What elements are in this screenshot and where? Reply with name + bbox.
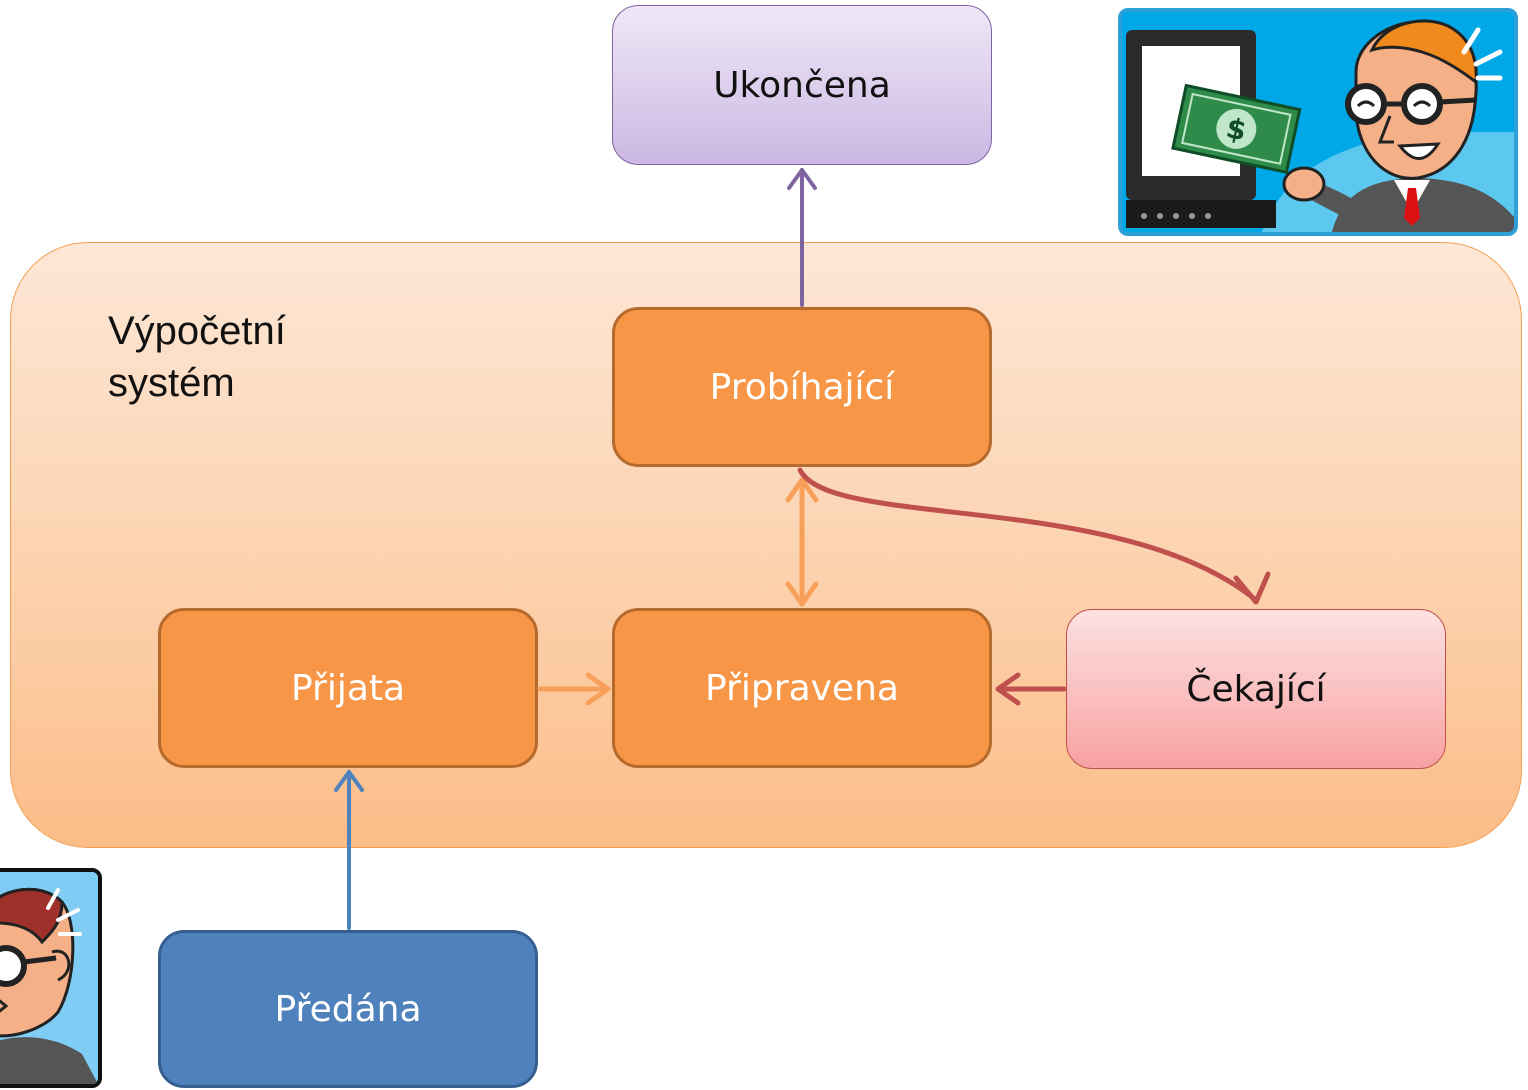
state-pripravena[interactable]: Připravena (612, 608, 992, 768)
state-predana-label: Předána (274, 988, 422, 1030)
state-cekajici-label: Čekající (1186, 668, 1326, 710)
state-prijata[interactable]: Přijata (158, 608, 538, 768)
state-cekajici[interactable]: Čekající (1066, 609, 1446, 769)
arrow-probihajici-to-ukoncena (787, 168, 817, 307)
state-prijata-label: Přijata (290, 667, 406, 709)
computing-system-label: Výpočetní systém (108, 309, 286, 405)
state-ukoncena-label: Ukončena (713, 64, 891, 106)
state-probihajici[interactable]: Probíhající (612, 307, 992, 467)
state-ukoncena[interactable]: Ukončena (612, 5, 992, 165)
arrow-cekajici-to-pripravena (995, 672, 1067, 706)
man-paying-at-computer-clipart: $ (1118, 8, 1518, 236)
state-pripravena-label: Připravena (705, 667, 899, 709)
man-with-glasses-icon (0, 872, 98, 1084)
man-paying-at-computer-icon: $ (1122, 12, 1514, 232)
arrow-probihajici-to-cekajici (797, 467, 1271, 605)
arrow-pripravena-probihajici (785, 477, 819, 607)
man-with-glasses-clipart (0, 868, 102, 1088)
state-probihajici-label: Probíhající (709, 366, 895, 408)
arrow-predana-to-prijata (334, 770, 364, 930)
state-predana[interactable]: Předána (158, 930, 538, 1088)
arrow-prijata-to-pripravena (537, 672, 611, 706)
